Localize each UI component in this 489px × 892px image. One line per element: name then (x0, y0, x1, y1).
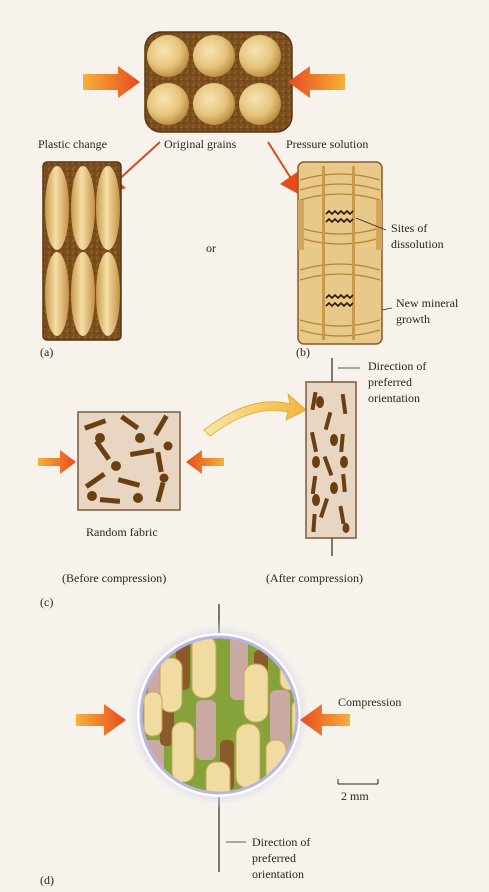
grain (193, 35, 235, 77)
direction-d-label-3: orientation (252, 867, 304, 881)
panel-c-label: (c) (40, 595, 53, 609)
grain (147, 35, 189, 77)
grain (239, 83, 281, 125)
compression-arrow-left-icon (38, 450, 76, 474)
direction-d-label-1: Direction of (252, 835, 310, 849)
flattened-grain (45, 166, 69, 250)
sites-of-dissolution-label-2: dissolution (391, 237, 444, 251)
grain (147, 83, 189, 125)
grain (193, 83, 235, 125)
flattened-grain (71, 252, 95, 336)
compression-arrow-right-icon (288, 66, 345, 98)
direction-c-label-2: preferred (368, 375, 412, 389)
original-grains-label: Original grains (164, 137, 237, 151)
random-fabric-label: Random fabric (86, 525, 158, 539)
compression-arrow-left-icon (76, 704, 126, 736)
compression-arrow-left-icon (83, 66, 140, 98)
pressure-solution-block (298, 162, 382, 344)
flattened-grain (96, 166, 120, 250)
flattened-grain (45, 252, 69, 336)
new-mineral-label-2: growth (396, 312, 430, 326)
new-mineral-label-1: New mineral (396, 296, 459, 310)
scale-bar-label: 2 mm (341, 789, 369, 803)
direction-c-label-1: Direction of (368, 359, 426, 373)
grain (239, 35, 281, 77)
sites-of-dissolution-label-1: Sites of (391, 221, 427, 235)
original-grains-block (145, 32, 292, 132)
plastic-change-label: Plastic change (38, 137, 107, 151)
scale-bar (338, 779, 378, 784)
panel-b-label: (b) (296, 345, 310, 359)
aligned-fabric-block (306, 382, 356, 538)
plastic-change-block (43, 162, 121, 340)
random-fabric-block (78, 412, 180, 510)
or-label: or (206, 241, 216, 255)
panel-d-label: (d) (40, 873, 54, 887)
transform-arrow-icon (204, 394, 306, 436)
direction-d-label-2: preferred (252, 851, 296, 865)
direction-c-label-3: orientation (368, 391, 420, 405)
pressure-solution-label: Pressure solution (286, 137, 368, 151)
compression-label: Compression (338, 695, 401, 709)
before-compression-label: (Before compression) (62, 571, 166, 585)
panel-a-label: (a) (40, 345, 53, 359)
compression-arrow-right-icon (186, 450, 224, 474)
flattened-grain (71, 166, 95, 250)
after-compression-label: (After compression) (266, 571, 363, 585)
flattened-grain (96, 252, 120, 336)
